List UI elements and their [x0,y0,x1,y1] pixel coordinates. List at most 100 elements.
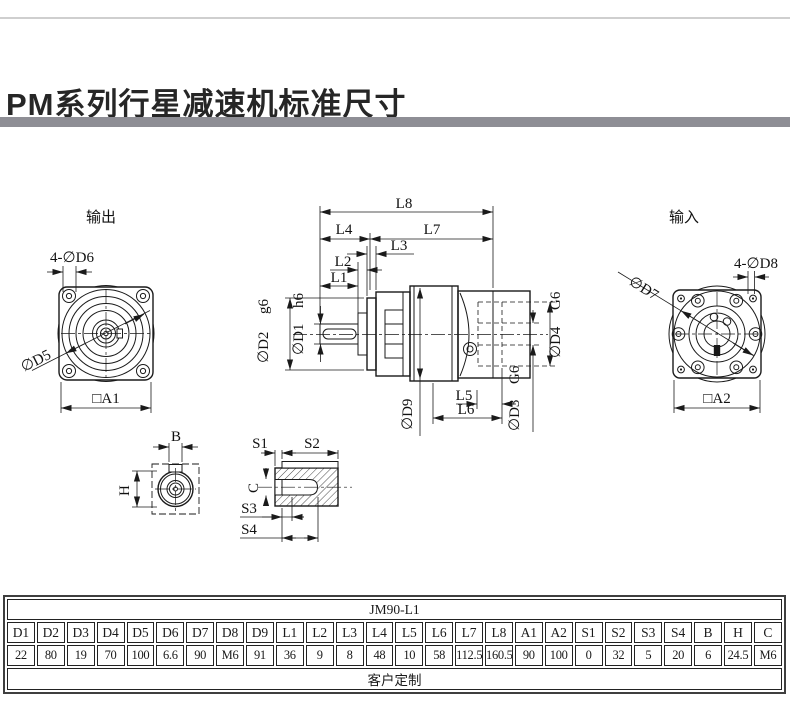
spec-column-header: D9 [246,622,274,643]
dim-label-d1-fit: h6 [291,293,307,309]
input-corner-screw-holes [677,294,757,374]
page-title: PM系列行星减速机标准尺寸 [6,86,407,122]
top-divider [0,17,790,19]
spec-column-header: D7 [186,622,215,643]
input-view-title: 输入 [669,209,699,226]
dim-label-l7: L7 [424,222,441,238]
spec-cell-value: 20 [664,645,693,666]
dim-label-h: H [117,485,133,496]
spec-cell-value: 9 [305,645,334,666]
spec-footer-row: 客户定制 [7,668,782,690]
shaft-section-view: B H [117,429,200,515]
dim-label-l8: L8 [396,196,413,212]
spec-column-header: L1 [275,622,304,643]
input-view: 输入 ∅D7 [617,209,778,413]
spec-column-header: A2 [544,622,573,643]
dim-label-d7: ∅D7 [626,274,662,304]
spec-cell-value: 36 [275,645,304,666]
dim-label-s2: S2 [304,436,320,452]
dim-label-s3: S3 [241,501,257,517]
spec-cell-value: 19 [66,645,95,666]
spec-cell-value: 80 [36,645,65,666]
output-view: 输出 ∅D5 4-∅D6 □A1 [19,209,155,413]
dim-label-4d8: 4-∅D8 [734,256,778,272]
dim-label-4d6: 4-∅D6 [50,250,94,266]
bushing-detail-view: C S1 S2 S3 S4 [240,436,352,542]
spec-cell-value: M6 [753,645,782,666]
spec-column-header: L6 [425,622,454,643]
spec-column-header: D8 [216,622,244,643]
spec-cell-value: 91 [246,645,274,666]
spec-cell-value: 70 [96,645,125,666]
dim-label-d3: ∅D3 [507,400,523,431]
dim-label-d9: ∅D9 [400,399,416,430]
spec-cell-value: 24.5 [724,645,752,666]
dim-label-a2: □A2 [703,391,730,407]
spec-column-header: L2 [305,622,334,643]
spec-column-header: D6 [156,622,185,643]
input-bolt-holes [671,293,763,375]
dim-label-d3-fit: G6 [507,365,523,384]
spec-column-header: D4 [96,622,125,643]
spec-column-header: S3 [634,622,663,643]
spec-column-header: D3 [66,622,95,643]
title-underline-bar [0,117,790,127]
dim-label-l1: L1 [331,270,348,286]
spec-footer-note: 客户定制 [7,668,782,690]
spec-column-header: D2 [36,622,65,643]
dim-label-l6: L6 [458,402,475,418]
dim-label-s4: S4 [241,522,257,538]
spec-column-header: L5 [395,622,424,643]
spec-cell-value: 6 [694,645,722,666]
spec-cell-value: 10 [395,645,424,666]
dim-label-c: C [246,483,262,493]
dim-label-l4: L4 [336,222,353,238]
spec-column-header: H [724,622,752,643]
spec-cell-value: 5 [634,645,663,666]
dim-label-l5: L5 [456,388,473,404]
dim-label-l3: L3 [391,238,408,254]
spec-column-header: L4 [365,622,394,643]
dim-label-d4-fit: G6 [548,291,564,310]
spec-cell-value: 48 [365,645,394,666]
spec-cell-value: 90 [186,645,215,666]
spec-cell-value: 100 [126,645,155,666]
spec-cell-value: 112.5 [455,645,483,666]
dim-label-d4: ∅D4 [548,326,564,358]
spec-column-header: S2 [604,622,633,643]
spec-cell-value: 100 [544,645,573,666]
spec-column-header: A1 [514,622,543,643]
spec-cell-value: M6 [216,645,244,666]
spec-cell-value: 58 [425,645,454,666]
dim-label-d5: ∅D5 [19,347,54,376]
spec-column-header: S1 [574,622,603,643]
dim-label-d2-fit: g6 [256,299,272,315]
side-view: L8 L4 L7 L3 L2 L1 ∅D2 g6 ∅D1 h6 ∅D9 [256,196,564,436]
spec-model-row: JM90-L1 [7,599,782,620]
spec-model: JM90-L1 [7,599,782,620]
output-view-title: 输出 [86,209,116,226]
dim-label-d2: ∅D2 [256,332,272,363]
spec-column-header: S4 [664,622,693,643]
spec-cell-value: 22 [7,645,35,666]
dim-label-l2: L2 [335,254,352,270]
spec-cell-value: 90 [514,645,543,666]
dim-label-b: B [171,429,181,445]
spec-column-header: C [753,622,782,643]
spec-cell-value: 6.6 [156,645,185,666]
spec-column-header: D5 [126,622,155,643]
dim-label-d1: ∅D1 [291,324,307,355]
output-corner-bolt-holes [62,289,150,378]
technical-drawing-canvas: 输出 ∅D5 4-∅D6 □A1 [19,196,778,542]
dim-label-s1: S1 [252,436,268,452]
spec-column-header: L8 [485,622,513,643]
spec-column-header: D1 [7,622,35,643]
spec-cell-value: 8 [335,645,364,666]
dim-label-a1: □A1 [92,391,119,407]
spec-column-header: L7 [455,622,483,643]
spec-cell-value: 32 [604,645,633,666]
spec-column-header: B [694,622,722,643]
